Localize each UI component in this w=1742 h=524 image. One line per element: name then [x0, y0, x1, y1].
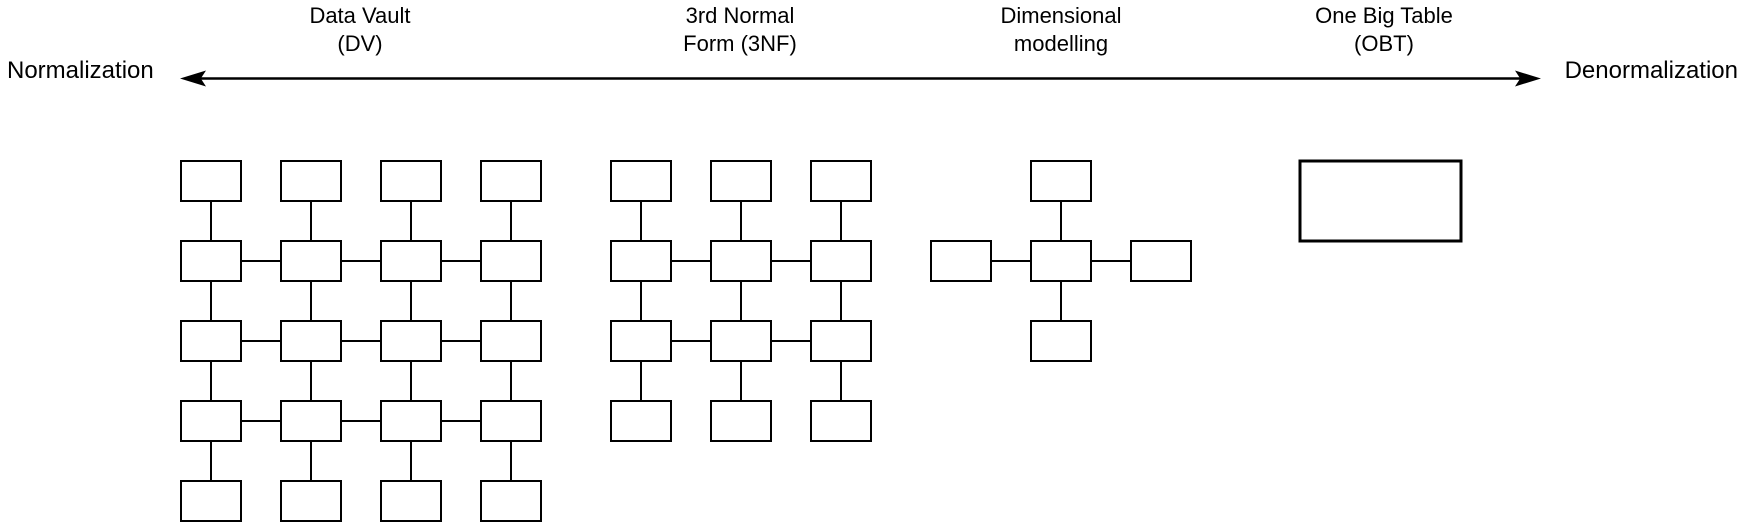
- one-big-table-box: [1298, 159, 1463, 243]
- table-box: [710, 240, 772, 282]
- table-box: [180, 160, 242, 202]
- denormalization-label: Denormalization: [1564, 57, 1738, 84]
- table-box: [930, 240, 992, 282]
- table-box: [380, 240, 442, 282]
- table-box: [1030, 320, 1092, 362]
- data-vault-label-line2: (DV): [337, 31, 383, 56]
- data-vault-schema: [180, 160, 542, 522]
- table-box: [810, 400, 872, 442]
- table-box: [280, 240, 342, 282]
- 3nf-label-line2: Form (3NF): [683, 31, 797, 56]
- table-box: [810, 160, 872, 202]
- table-box: [610, 400, 672, 442]
- dimensional-star-schema: [930, 160, 1192, 362]
- table-box: [180, 240, 242, 282]
- table-box: [380, 480, 442, 522]
- 3nf-label-line1: 3rd Normal: [685, 3, 795, 28]
- table-box: [280, 400, 342, 442]
- table-box: [180, 320, 242, 362]
- table-box: [480, 400, 542, 442]
- method-label-one-big-table: One Big Table (OBT): [1264, 2, 1504, 58]
- table-box: [380, 160, 442, 202]
- table-box: [610, 240, 672, 282]
- table-box: [710, 160, 772, 202]
- table-box: [280, 480, 342, 522]
- table-box: [380, 320, 442, 362]
- method-label-data-vault: Data Vault (DV): [240, 2, 480, 58]
- 3nf-schema: [610, 160, 872, 442]
- arrow-head-right: [1515, 70, 1541, 87]
- table-box: [280, 160, 342, 202]
- data-vault-label-line1: Data Vault: [309, 3, 411, 28]
- one-big-table-schema: [1298, 159, 1463, 243]
- table-box: [180, 480, 242, 522]
- table-box: [480, 160, 542, 202]
- table-box: [810, 240, 872, 282]
- table-box: [480, 240, 542, 282]
- one-big-table-label-line2: (OBT): [1354, 31, 1414, 56]
- table-box: [380, 400, 442, 442]
- table-box: [480, 320, 542, 362]
- table-box: [1030, 160, 1092, 202]
- table-box: [810, 320, 872, 362]
- table-box: [710, 400, 772, 442]
- one-big-table-label-line1: One Big Table: [1315, 3, 1453, 28]
- table-box: [280, 320, 342, 362]
- table-box: [1130, 240, 1192, 282]
- normalization-axis-arrow: [180, 70, 1541, 87]
- table-box: [480, 480, 542, 522]
- table-box: [610, 320, 672, 362]
- arrow-head-left: [180, 70, 206, 87]
- table-box: [180, 400, 242, 442]
- table-box: [1030, 240, 1092, 282]
- normalization-label: Normalization: [7, 57, 154, 84]
- table-box: [610, 160, 672, 202]
- dimensional-label-line2: modelling: [1013, 31, 1109, 56]
- method-label-3nf: 3rd Normal Form (3NF): [620, 2, 860, 58]
- table-box: [710, 320, 772, 362]
- method-label-dimensional: Dimensional modelling: [941, 2, 1181, 58]
- dimensional-label-line1: Dimensional: [1000, 3, 1122, 28]
